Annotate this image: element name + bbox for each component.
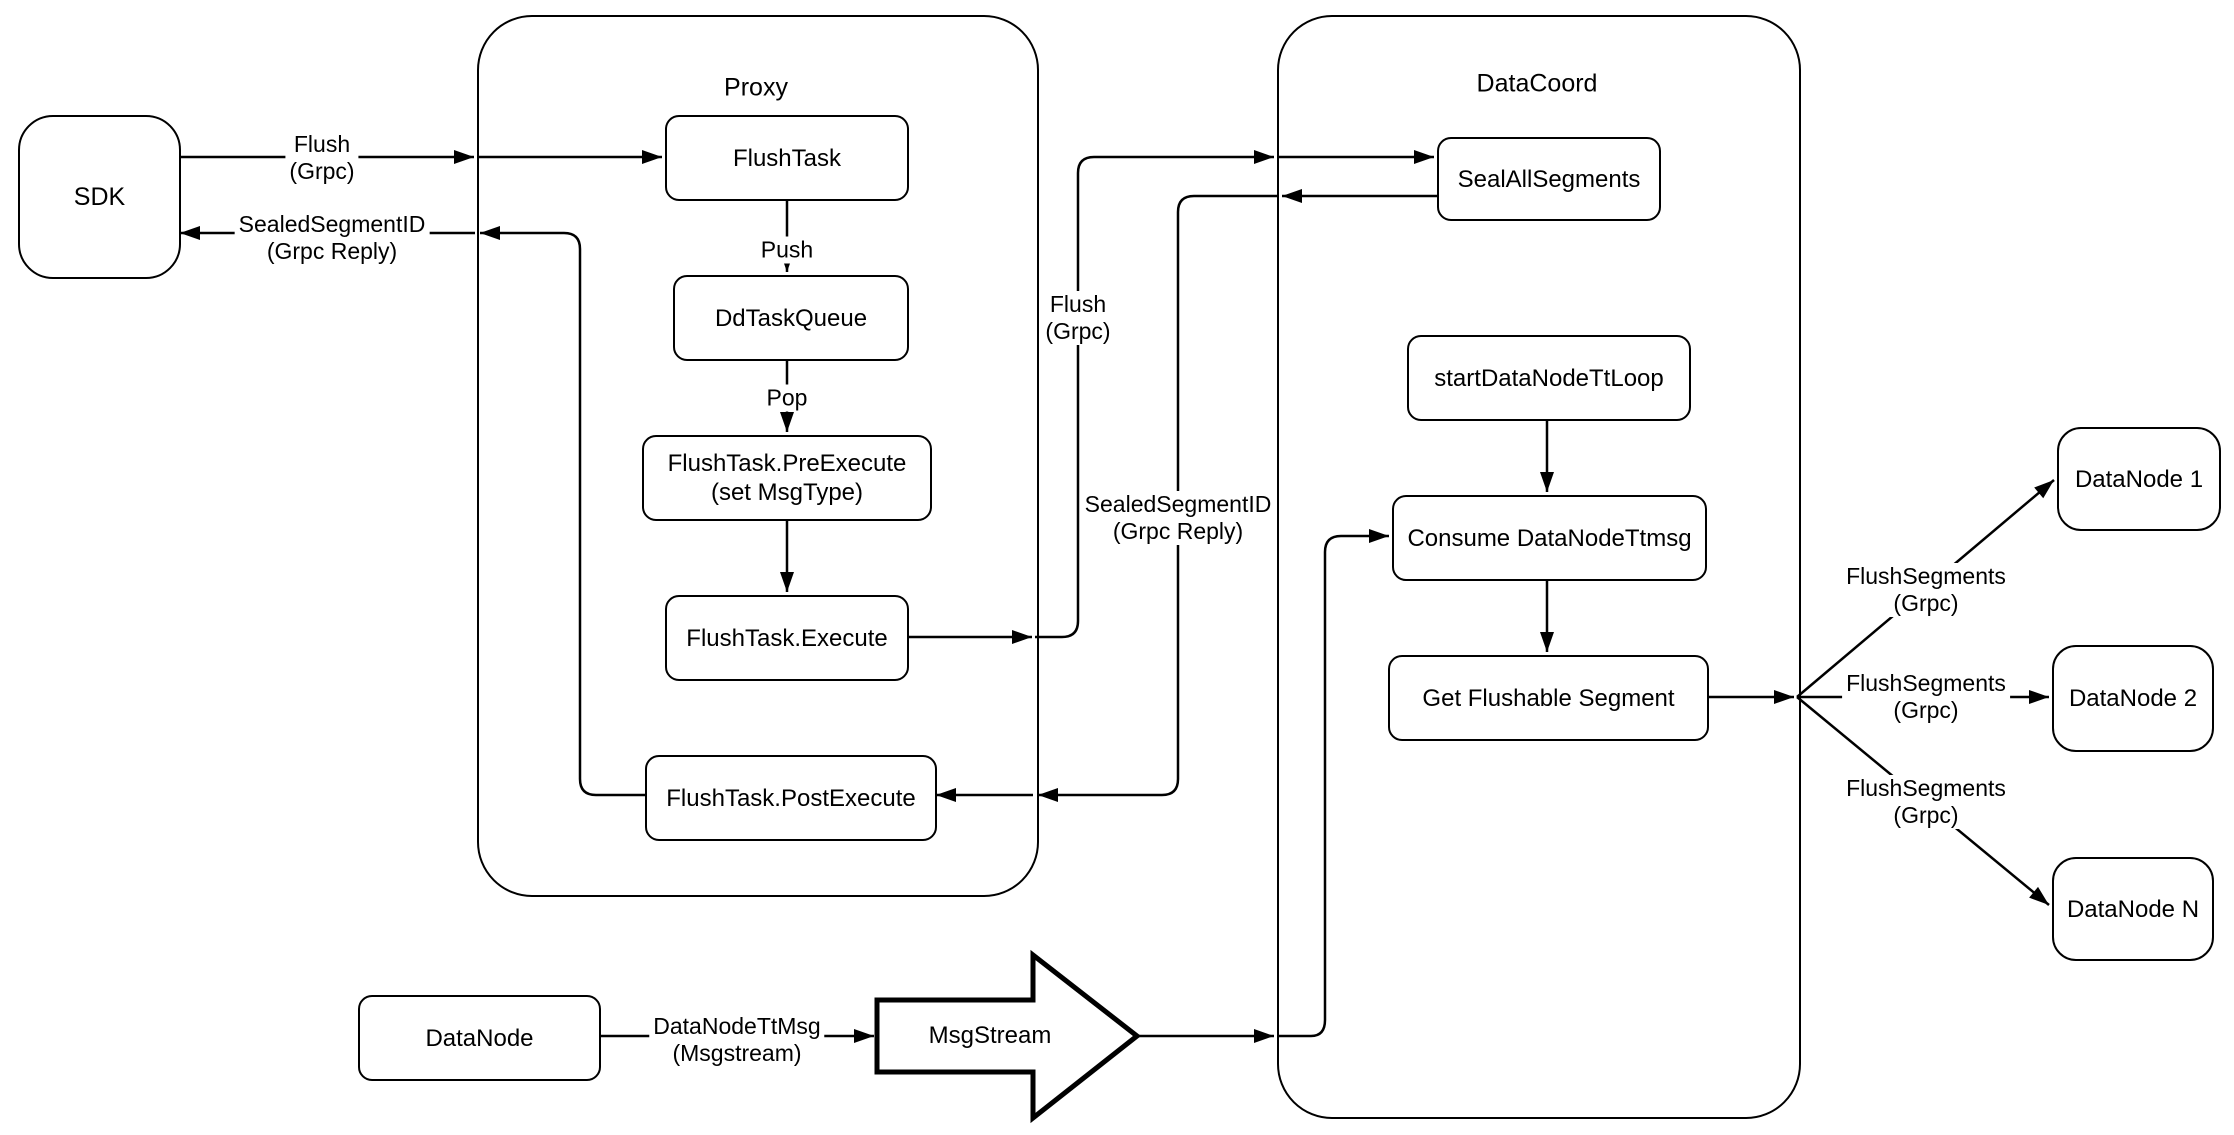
node-postexecute: FlushTask.PostExecute bbox=[645, 755, 937, 841]
node-execute-label: FlushTask.Execute bbox=[686, 624, 888, 652]
node-sdk: SDK bbox=[18, 115, 181, 279]
node-flushtask: FlushTask bbox=[665, 115, 909, 201]
edge-label-sealedsegmentid-sdk-line1: SealedSegmentID bbox=[238, 211, 426, 237]
edge-label-sealedsegmentid-mid-line2: (Grpc Reply) bbox=[1112, 518, 1244, 544]
node-startdatanodettloop-label: startDataNodeTtLoop bbox=[1434, 364, 1664, 392]
node-startdatanodettloop: startDataNodeTtLoop bbox=[1407, 335, 1691, 421]
node-getflushablesegment-label: Get Flushable Segment bbox=[1422, 684, 1675, 712]
node-sealallsegments: SealAllSegments bbox=[1437, 137, 1661, 221]
edge-label-flushsegments-2-line1: FlushSegments bbox=[1846, 670, 2006, 696]
edge-label-flush-sdk-line1: Flush bbox=[293, 131, 351, 157]
node-preexecute-label-line2: (set MsgType) bbox=[710, 479, 864, 506]
node-ddtaskqueue: DdTaskQueue bbox=[673, 275, 909, 361]
node-datanode2-label: DataNode 2 bbox=[2068, 685, 2198, 712]
node-datanode1-label: DataNode 1 bbox=[2074, 465, 2204, 493]
node-postexecute-label: FlushTask.PostExecute bbox=[666, 784, 916, 812]
edge-label-sealedsegmentid-sdk: SealedSegmentID (Grpc Reply) bbox=[234, 211, 430, 265]
node-sealallsegments-label: SealAllSegments bbox=[1457, 165, 1641, 193]
node-datanode-label: DataNode bbox=[425, 1024, 534, 1052]
node-flushtask-label: FlushTask bbox=[732, 144, 842, 172]
node-consumedatanodettmsg: Consume DataNodeTtmsg bbox=[1392, 495, 1707, 581]
edge-label-flushsegments-2: FlushSegments (Grpc) bbox=[1842, 670, 2010, 724]
edge-label-flush-mid-line2: (Grpc) bbox=[1045, 318, 1111, 344]
node-sdk-label: SDK bbox=[73, 182, 126, 211]
edge-label-flushsegments-1: FlushSegments (Grpc) bbox=[1842, 563, 2010, 617]
edge-label-flushsegments-3-line1: FlushSegments bbox=[1846, 775, 2006, 801]
node-preexecute-label-line1: FlushTask.PreExecute bbox=[667, 450, 907, 477]
edge-label-flush-mid-line1: Flush bbox=[1049, 291, 1107, 317]
edge-label-sealedsegmentid-mid-line1: SealedSegmentID bbox=[1084, 491, 1272, 517]
proxy-container-title: Proxy bbox=[724, 73, 788, 102]
node-datanode1: DataNode 1 bbox=[2057, 427, 2221, 531]
edge-label-flush-sdk: Flush (Grpc) bbox=[285, 131, 359, 185]
edge-label-datanodettmsg-line1: DataNodeTtMsg bbox=[653, 1013, 821, 1039]
edge-label-datanodettmsg: DataNodeTtMsg (Msgstream) bbox=[649, 1013, 825, 1067]
edge-label-flushsegments-2-line2: (Grpc) bbox=[1893, 697, 1959, 723]
edge-label-push: Push bbox=[756, 236, 818, 264]
node-getflushablesegment: Get Flushable Segment bbox=[1388, 655, 1709, 741]
edge-label-flush-mid: Flush (Grpc) bbox=[1041, 291, 1115, 345]
edge-label-flush-sdk-line2: (Grpc) bbox=[289, 158, 355, 184]
edge-label-flushsegments-3: FlushSegments (Grpc) bbox=[1842, 775, 2010, 829]
node-consumedatanodettmsg-label: Consume DataNodeTtmsg bbox=[1407, 524, 1692, 552]
edge-label-flushsegments-3-line2: (Grpc) bbox=[1893, 802, 1959, 828]
node-datanode: DataNode bbox=[358, 995, 601, 1081]
node-execute: FlushTask.Execute bbox=[665, 595, 909, 681]
node-preexecute: FlushTask.PreExecute (set MsgType) bbox=[642, 435, 932, 521]
edge-label-sealedsegmentid-mid: SealedSegmentID (Grpc Reply) bbox=[1080, 491, 1276, 545]
edge-label-flushsegments-1-line1: FlushSegments bbox=[1846, 563, 2006, 589]
node-datanode2: DataNode 2 bbox=[2052, 645, 2214, 752]
edge-label-pop: Pop bbox=[762, 384, 812, 412]
edge-label-flushsegments-1-line2: (Grpc) bbox=[1893, 590, 1959, 616]
edge-label-sealedsegmentid-sdk-line2: (Grpc Reply) bbox=[266, 238, 398, 264]
msgstream-label: MsgStream bbox=[928, 1022, 1052, 1049]
node-ddtaskqueue-label: DdTaskQueue bbox=[714, 304, 868, 332]
edge-proxy-edge-to-datacoord bbox=[1035, 150, 1274, 639]
edge-label-datanodettmsg-line2: (Msgstream) bbox=[672, 1040, 802, 1066]
node-datanoden: DataNode N bbox=[2052, 857, 2214, 961]
node-datanoden-label: DataNode N bbox=[2066, 895, 2200, 923]
datacoord-container-title: DataCoord bbox=[1476, 69, 1598, 98]
